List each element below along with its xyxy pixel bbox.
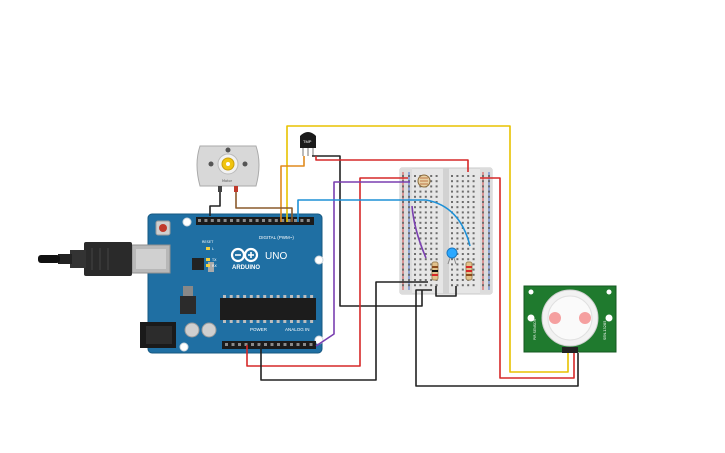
tmp-transistor[interactable]: TMP bbox=[300, 132, 316, 156]
power-jack bbox=[140, 322, 176, 348]
motor-label: Motor bbox=[222, 179, 233, 183]
wire-black[interactable] bbox=[435, 286, 457, 297]
rx-label: RX bbox=[212, 264, 217, 268]
wire-red[interactable] bbox=[315, 156, 469, 172]
reset-button[interactable] bbox=[155, 220, 171, 236]
wire-black[interactable] bbox=[209, 192, 221, 216]
atmega-ic bbox=[220, 295, 316, 323]
tx-label: TX bbox=[211, 258, 217, 262]
resistor[interactable] bbox=[465, 261, 473, 281]
power-analog-header[interactable] bbox=[222, 341, 316, 349]
resistor[interactable] bbox=[431, 261, 439, 281]
analog-label: ANALOG IN bbox=[285, 327, 310, 332]
wire-yellow[interactable] bbox=[286, 125, 569, 373]
brand-label: ARDUINO bbox=[232, 265, 260, 271]
wire-red[interactable] bbox=[480, 177, 575, 379]
photoresistor[interactable] bbox=[417, 174, 431, 188]
wire-black[interactable] bbox=[260, 281, 428, 381]
pir-left-label: PIR SENSOR bbox=[533, 318, 537, 340]
usb-cable bbox=[38, 242, 132, 276]
model-label: UNO bbox=[265, 251, 287, 262]
dc-motor[interactable]: Motor bbox=[196, 145, 260, 192]
wire-purple[interactable] bbox=[411, 205, 427, 259]
breadboard[interactable] bbox=[399, 167, 493, 295]
wire-brown[interactable] bbox=[235, 192, 293, 222]
power-label: POWER bbox=[250, 327, 268, 332]
reset-label: RESET bbox=[202, 240, 214, 244]
capacitor bbox=[184, 322, 200, 338]
arduino-uno-board[interactable]: RESET bbox=[38, 213, 324, 354]
wire-black[interactable] bbox=[312, 155, 423, 307]
wire-orange[interactable] bbox=[280, 156, 305, 222]
usb-connector bbox=[131, 244, 171, 274]
voltage-regulator bbox=[180, 296, 196, 314]
wire-purple[interactable] bbox=[333, 181, 410, 220]
wire-black[interactable] bbox=[415, 289, 579, 387]
l-label: L bbox=[212, 247, 214, 251]
transistor-label: TMP bbox=[303, 139, 312, 144]
digital-header-label: DIGITAL (PWM~) bbox=[259, 235, 294, 240]
wire-red[interactable] bbox=[246, 177, 408, 367]
capacitor bbox=[201, 322, 217, 338]
wire-purple[interactable] bbox=[315, 220, 335, 347]
led-blue[interactable] bbox=[446, 247, 458, 265]
wire-blue[interactable] bbox=[297, 199, 471, 247]
pir-sensor[interactable]: PIR SENSOR SEN-13285 bbox=[523, 285, 617, 353]
pir-right-label: SEN-13285 bbox=[603, 321, 607, 340]
usb-chip bbox=[192, 258, 204, 270]
digital-header[interactable] bbox=[196, 217, 314, 225]
arduino-logo bbox=[230, 247, 259, 263]
